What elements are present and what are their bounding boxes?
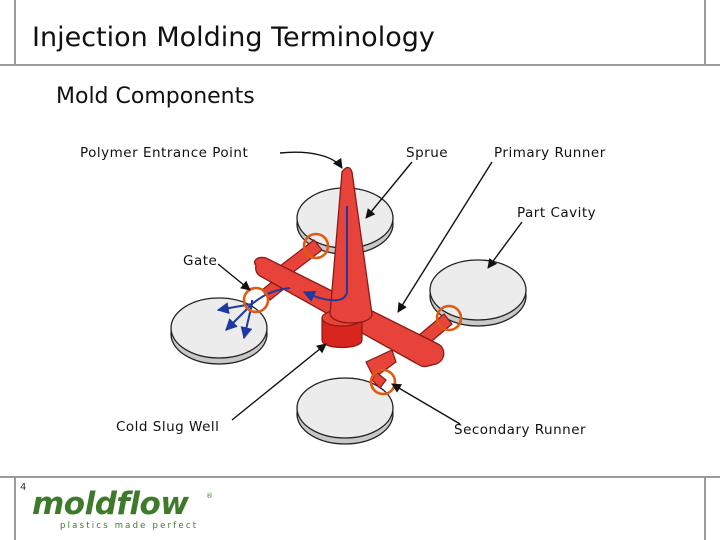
footer-divider: [0, 476, 720, 478]
part-cavity-left: [170, 297, 268, 365]
part-cavity-right: [429, 259, 527, 327]
slide-title: Injection Molding Terminology: [32, 22, 435, 53]
leader-gate: [217, 263, 251, 291]
page-number: 4: [20, 482, 27, 493]
leader-polymer-entrance: [279, 151, 343, 169]
title-frame: [14, 0, 706, 64]
gate-rings: [242, 232, 463, 396]
sprue: [329, 166, 373, 324]
slide-subtitle: Mold Components: [56, 84, 255, 109]
label-sprue: Sprue: [406, 145, 449, 161]
label-gate: Gate: [183, 253, 218, 269]
svg-text:®: ®: [206, 492, 213, 500]
gate-ring-right: [435, 304, 463, 332]
leader-primary-runner: [397, 161, 493, 313]
gate-ring-bottom: [369, 368, 397, 396]
label-part-cavity: Part Cavity: [517, 205, 597, 221]
moldflow-logo: moldflow ® plastics made perfect: [32, 486, 213, 531]
label-polymer-entrance-point: Polymer Entrance Point: [80, 145, 249, 161]
footer-frame: [14, 476, 706, 540]
leader-sprue: [365, 161, 413, 219]
svg-text:plastics made perfect: plastics made perfect: [60, 521, 198, 531]
part-cavity-bottom: [296, 377, 394, 445]
title-divider: [0, 64, 720, 66]
label-secondary-runner: Secondary Runner: [454, 422, 587, 438]
gate-ring-top: [302, 232, 330, 260]
leader-part-cavity: [487, 221, 523, 269]
gate-ring-left: [242, 286, 270, 314]
callout-lines: [217, 151, 523, 425]
label-primary-runner: Primary Runner: [494, 145, 606, 161]
svg-text:moldflow: moldflow: [32, 486, 189, 522]
leader-secondary-runner: [391, 383, 461, 425]
leader-cold-slug-well: [231, 343, 327, 421]
label-cold-slug-well: Cold Slug Well: [116, 419, 220, 435]
